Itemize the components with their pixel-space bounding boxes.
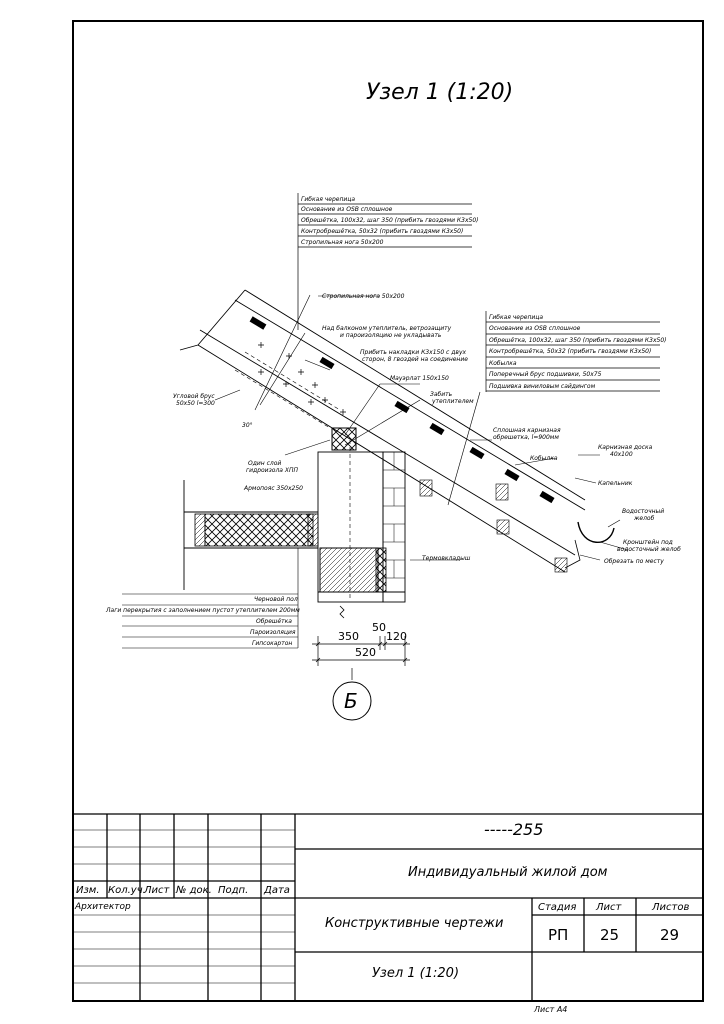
floor-layer: Черновой пол bbox=[254, 596, 298, 603]
callout1-line: Основание из OSB сплошное bbox=[301, 206, 393, 213]
label-armopoyas: Армопояс 350х250 bbox=[244, 485, 303, 492]
callout2-line: Поперечный брус подшивки, 50х75 bbox=[489, 371, 602, 378]
stamp-header: Лист bbox=[144, 885, 170, 896]
dim-50: 50 bbox=[372, 621, 386, 634]
dim-120: 120 bbox=[386, 630, 407, 643]
label-mauerlat: Мауэрлат 150х150 bbox=[390, 375, 449, 382]
callout2-line: Обрешётка, 100х32, шаг 350 (прибить гвоз… bbox=[489, 337, 667, 344]
callout2-line: Контробрешётка, 50х32 (прибить гвоздями … bbox=[489, 348, 652, 355]
axis-label: Б bbox=[344, 689, 358, 713]
callout2-line: Основание из OSB сплошное bbox=[489, 325, 581, 332]
stamp-sheets: 29 bbox=[660, 926, 680, 944]
stamp-code: -----255 bbox=[484, 820, 544, 839]
label-insulation-note: и пароизоляцию не укладывать bbox=[340, 332, 442, 339]
stamp-header: Дата bbox=[264, 885, 290, 896]
floor-layer: Лаги перекрытия с заполнением пустот уте… bbox=[106, 607, 300, 614]
stamp-stage-label: Стадия bbox=[538, 902, 577, 913]
stamp-sheet-title: Конструктивные чертежи bbox=[325, 916, 504, 931]
stamp-stage: РП bbox=[548, 926, 569, 944]
drawing-title: Узел 1 (1:20) bbox=[366, 80, 514, 105]
floor-layer: Гипсокартон bbox=[252, 640, 293, 647]
stamp-header: № док. bbox=[176, 885, 212, 896]
callout2-line: Гибкая черепица bbox=[489, 314, 544, 321]
callout1-line: Гибкая черепица bbox=[301, 196, 356, 203]
dim-520: 520 bbox=[355, 646, 376, 659]
stamp-sheet: 25 bbox=[600, 926, 620, 944]
label-gutter: Водосточный bbox=[622, 508, 665, 515]
dim-350: 350 bbox=[338, 630, 359, 643]
label-kobylka: Кобылка bbox=[530, 455, 558, 462]
label-solid-sheathing: обрешетка, l=900мм bbox=[493, 434, 559, 441]
stamp-sheets-label: Листов bbox=[652, 902, 690, 913]
label-thermo: Термовкладыш bbox=[422, 555, 471, 562]
label-bracket: водосточный желоб bbox=[617, 546, 681, 553]
label-drip: Капельник bbox=[598, 480, 633, 487]
label-nail-note: Прибить накладки К3х150 с двух bbox=[360, 349, 467, 356]
label-one-layer: гидроизола ХПП bbox=[246, 467, 298, 474]
stamp-format: Лист А4 bbox=[534, 1005, 568, 1014]
label-corner-beam: 50х50 l=300 bbox=[176, 400, 215, 407]
stamp-node: Узел 1 (1:20) bbox=[372, 966, 460, 981]
label-one-layer: Один слой bbox=[248, 460, 282, 467]
callout1-line: Стропильная нога 50х200 bbox=[301, 239, 384, 246]
label-angle: 30° bbox=[242, 422, 253, 429]
stamp-header: Изм. bbox=[76, 885, 100, 896]
label-solid-sheathing: Сплошная карнизная bbox=[493, 427, 561, 434]
label-bracket: Кронштейн под bbox=[623, 539, 673, 546]
stamp-header: Подп. bbox=[218, 885, 249, 896]
callout2-line: Кобылка bbox=[489, 360, 517, 367]
label-fill: утеплителем bbox=[432, 398, 474, 405]
callout1-line: Обрешётка, 100х32, шаг 350 (прибить гвоз… bbox=[301, 217, 479, 224]
label-rafter: Стропильная нога 50х200 bbox=[322, 293, 405, 300]
floor-layer: Пароизоляция bbox=[250, 629, 296, 636]
label-cornice-board: 40х100 bbox=[610, 451, 633, 458]
label-nail-note: сторон, 8 гвоздей на соединение bbox=[362, 356, 468, 363]
sheet-frame bbox=[72, 20, 704, 1002]
stamp-header: Кол.уч. bbox=[108, 885, 146, 896]
label-corner-beam: Угловой брус bbox=[173, 393, 215, 400]
stamp-architect: Архитектор bbox=[75, 902, 131, 912]
label-insulation-note: Над балконом утеплитель, ветрозащиту bbox=[322, 325, 452, 332]
stamp-project: Индивидуальный жилой дом bbox=[408, 865, 608, 880]
label-cornice-board: Карнизная доска bbox=[598, 444, 653, 451]
label-cut: Обрезать по месту bbox=[604, 558, 664, 565]
label-gutter: желоб bbox=[634, 515, 655, 522]
floor-layer: Обрешётка bbox=[256, 618, 292, 625]
stamp-sheet-label: Лист bbox=[596, 902, 622, 913]
callout2-line: Подшивка виниловым сайдингом bbox=[489, 383, 596, 390]
label-fill: Забить bbox=[430, 391, 453, 398]
callout1-line: Контробрешётка, 50х32 (прибить гвоздями … bbox=[301, 228, 464, 235]
axis-marker bbox=[332, 681, 372, 721]
